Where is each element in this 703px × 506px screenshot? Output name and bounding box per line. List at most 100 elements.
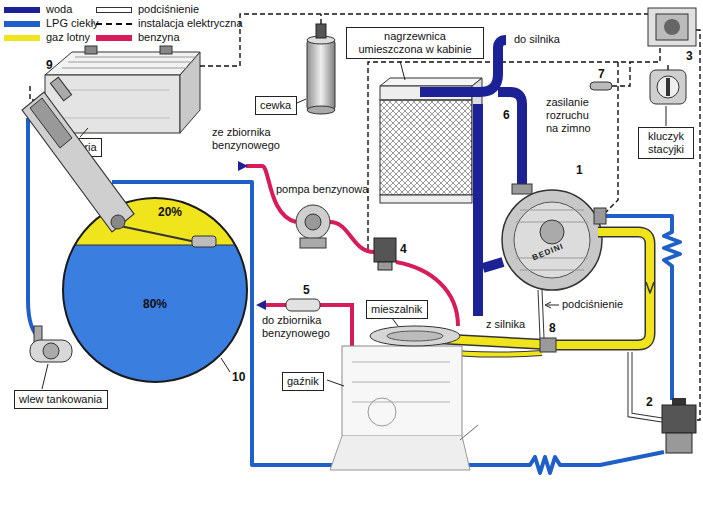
leader-line xyxy=(42,364,48,389)
reducer-vaporizer xyxy=(502,184,606,290)
battery xyxy=(45,52,200,75)
tank-outline xyxy=(111,215,125,229)
battery xyxy=(85,46,97,54)
label-box: mieszalnik xyxy=(366,300,428,319)
reducer-vaporizer xyxy=(594,208,606,224)
callout-number-holder: 1 xyxy=(576,163,583,177)
leader-line xyxy=(221,358,230,372)
callout-number: 3 xyxy=(686,49,693,63)
flow-label-holder: ze zbiornika benzynowego xyxy=(212,126,284,152)
callout-number-holder: 8 xyxy=(549,321,556,335)
battery xyxy=(160,46,172,54)
ignition-switch xyxy=(650,70,686,104)
carburetor-mixer xyxy=(330,326,478,470)
leader-line xyxy=(666,106,667,126)
carburetor-mixer xyxy=(330,436,470,470)
battery xyxy=(55,90,170,118)
relay-switch xyxy=(648,8,696,46)
flow-label-holder: z silnika xyxy=(486,318,525,331)
legend-swatch xyxy=(4,7,40,13)
electric-wiring xyxy=(667,62,668,70)
heater-radiator xyxy=(380,78,482,86)
legend-entry: podciśnienie xyxy=(96,3,199,16)
petrol-filter xyxy=(286,299,320,311)
petrol-line xyxy=(320,305,352,346)
filler-valve xyxy=(30,340,72,362)
water-pipe xyxy=(498,92,522,190)
callout-number: 8 xyxy=(549,321,556,335)
flow-label: do zbiornika benzynowego xyxy=(262,314,332,340)
flow-label: z silnika xyxy=(486,318,525,331)
callout-number: 4 xyxy=(400,242,407,256)
carburetor-mixer xyxy=(387,331,443,341)
gas-vapour-pipe xyxy=(425,232,650,345)
ignition-switch xyxy=(666,78,670,96)
legend-swatch xyxy=(4,35,40,41)
electric-wiring xyxy=(696,30,700,420)
flow-label: do silnika xyxy=(514,33,560,46)
reducer-vaporizer xyxy=(516,210,588,270)
vacuum-line xyxy=(540,290,542,338)
legend-text: gaz lotny xyxy=(46,31,90,44)
vacuum-line xyxy=(630,352,662,420)
legend-entry: instalacja elektryczna xyxy=(96,17,243,30)
ignition-switch xyxy=(657,76,679,98)
t-fitting xyxy=(540,338,556,352)
petrol-pump xyxy=(305,214,321,230)
callout-number: 2 xyxy=(646,395,653,409)
vacuum-line xyxy=(630,352,662,420)
carburetor-mixer xyxy=(368,398,396,426)
petrol-solenoid xyxy=(374,238,396,270)
petrol-line xyxy=(246,166,458,346)
legend-swatch xyxy=(4,21,40,27)
carburetor-mixer xyxy=(352,362,450,402)
carburetor-mixer xyxy=(342,346,462,436)
vacuum-line xyxy=(540,290,662,420)
ignition-switch xyxy=(650,70,686,104)
t-fitting xyxy=(540,338,556,352)
petrol-pump xyxy=(296,205,330,239)
callout-number-holder: 6 xyxy=(503,108,510,122)
tank-outline xyxy=(120,226,196,242)
leader-line xyxy=(297,99,306,103)
battery xyxy=(180,52,200,133)
callout-number: 1 xyxy=(576,163,583,177)
lpg-solenoid-valve xyxy=(662,398,696,453)
label-box: kluczyk stacyjki xyxy=(638,127,694,159)
label-box: nagrzewnica umieszczona w kabinie xyxy=(346,27,484,59)
gas-vapour-pipe xyxy=(646,282,654,293)
callout-number-holder: 10 xyxy=(232,370,245,384)
label-box: gaźnik xyxy=(282,372,324,391)
heater-radiator xyxy=(380,100,472,195)
ignition-coil xyxy=(307,106,335,114)
legend-text: LPG ciekły xyxy=(46,17,99,30)
callout-number-holder: 2 xyxy=(646,395,653,409)
filler-valve xyxy=(30,326,72,362)
petrol-solenoid xyxy=(374,238,396,262)
callout-number-holder: 9 xyxy=(46,58,53,72)
label-box: wlew tankowania xyxy=(14,390,108,409)
tank-outline xyxy=(22,77,260,382)
carburetor-mixer xyxy=(460,425,478,440)
electric-wiring xyxy=(612,62,630,86)
leader-line xyxy=(392,318,398,326)
legend-text: woda xyxy=(46,3,72,16)
water-pipe xyxy=(473,104,483,316)
vacuum-line xyxy=(545,302,559,308)
tank-outline xyxy=(50,77,71,101)
flow-label-holder: do silnika xyxy=(514,33,560,46)
petrol-solenoid xyxy=(378,262,392,270)
flow-arrow xyxy=(256,300,266,310)
leader-line xyxy=(42,61,666,389)
legend-dashed-line xyxy=(96,23,132,25)
lpg-tank: 20%80% xyxy=(63,198,247,382)
legend-text: instalacja elektryczna xyxy=(138,17,243,30)
brand-mark-holder: BEDINI xyxy=(531,242,565,263)
note-label-holder: zasilanie rozruchu na zimno xyxy=(546,96,604,135)
lpg-liquid-line xyxy=(28,118,680,473)
flow-label: ze zbiornika benzynowego xyxy=(212,126,284,152)
tank-outline xyxy=(22,92,134,232)
